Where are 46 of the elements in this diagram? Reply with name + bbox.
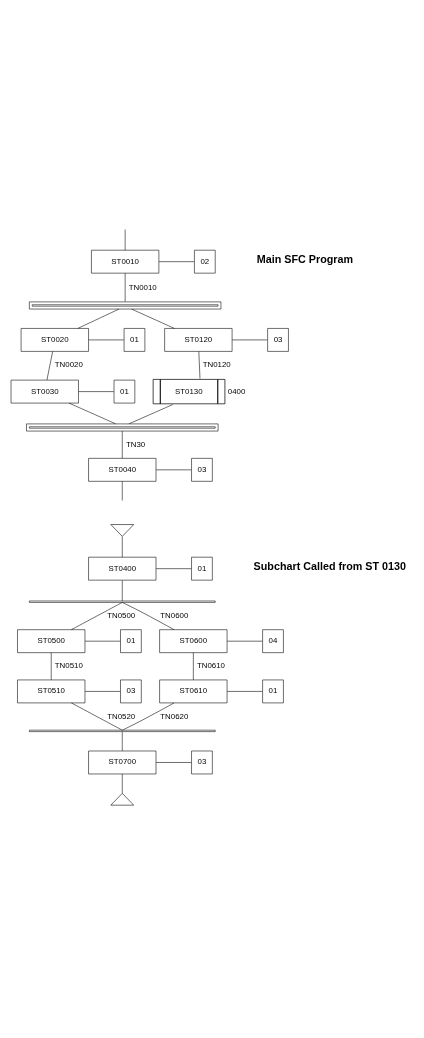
node-box: ST0020 xyxy=(20,328,89,352)
edge-label: TN0120 xyxy=(202,360,231,370)
connector xyxy=(77,308,120,329)
node-box: ST0400 xyxy=(88,556,157,581)
edge-label: TN30 xyxy=(125,439,146,449)
node-box: ST0030 xyxy=(10,379,79,404)
node-triangle xyxy=(110,524,135,537)
node-bar xyxy=(29,729,216,732)
edge-label: TN0610 xyxy=(196,661,225,671)
connector xyxy=(71,702,123,731)
node-box: ST0500 xyxy=(17,629,86,653)
node-box: 03 xyxy=(120,679,142,704)
edge-label: TN0600 xyxy=(160,611,189,621)
node-box: ST0610 xyxy=(159,679,228,704)
label: Subchart Called from ST 0130 xyxy=(253,560,406,573)
node-box: 03 xyxy=(267,328,289,352)
edge-label: TN0020 xyxy=(54,360,83,370)
edge-label: TN0010 xyxy=(128,283,157,293)
node-box: ST0010 xyxy=(91,249,160,274)
node-box: ST0510 xyxy=(17,679,86,704)
node-box: 01 xyxy=(123,328,146,352)
node-box: 01 xyxy=(262,679,284,704)
connector xyxy=(71,602,123,630)
node-box: ST0700 xyxy=(88,750,157,775)
connector xyxy=(131,308,175,329)
connector xyxy=(122,602,175,630)
node-box: 01 xyxy=(191,556,213,581)
node-box: ST0600 xyxy=(159,629,228,653)
node-triangle xyxy=(110,793,135,806)
node-box: 04 xyxy=(262,629,284,653)
connector xyxy=(122,580,123,602)
node-box: 03 xyxy=(191,458,213,482)
node-box: 02 xyxy=(194,249,216,274)
node-box: 01 xyxy=(113,379,136,404)
node-box: ST0120 xyxy=(164,328,233,352)
label: Main SFC Program xyxy=(256,253,354,266)
edge-label: TN0620 xyxy=(160,711,189,721)
node-bar xyxy=(29,600,216,603)
node-box: ST0040 xyxy=(88,458,157,482)
edge-label: TN0500 xyxy=(107,611,136,621)
connector xyxy=(128,404,173,425)
node-box: 01 xyxy=(120,629,142,653)
edge-label: TN0520 xyxy=(107,711,136,721)
edge-label: TN0510 xyxy=(54,661,83,671)
node-box: 03 xyxy=(191,750,213,775)
node-label: 0400 xyxy=(227,386,246,396)
